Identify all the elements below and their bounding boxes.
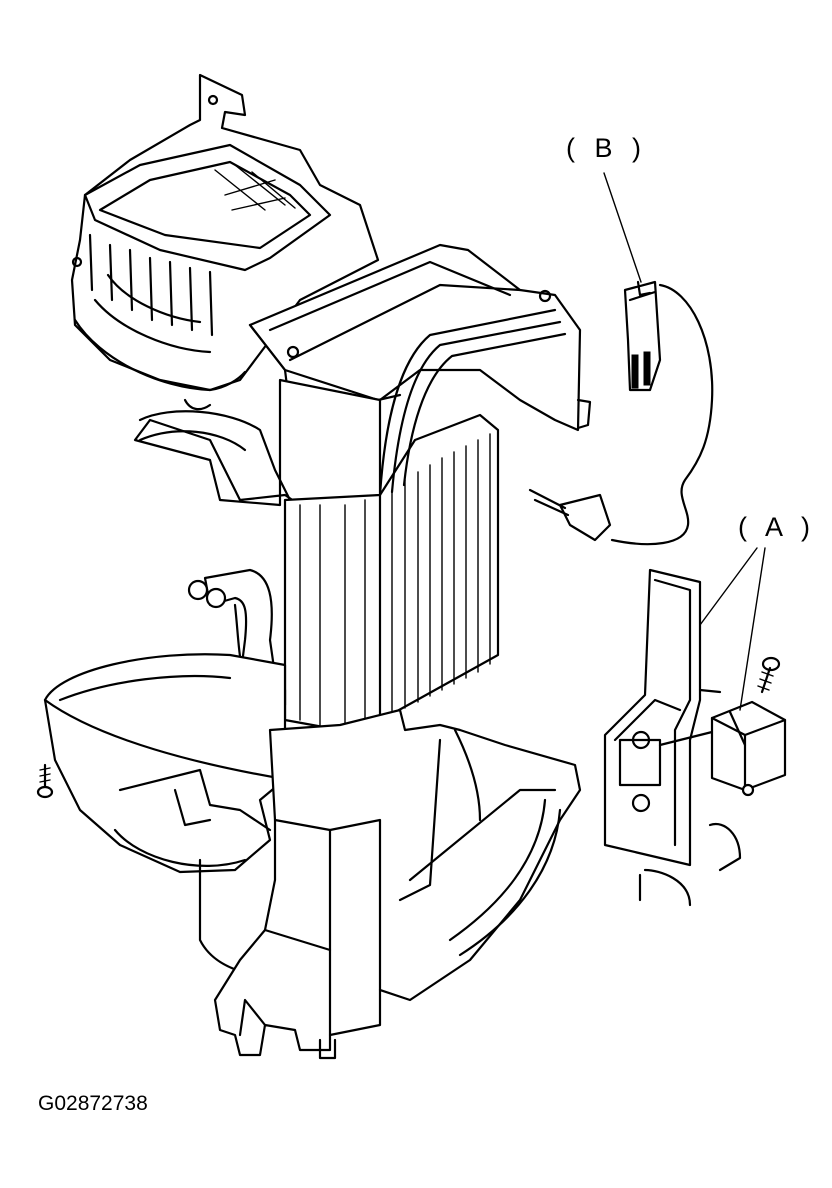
screw-bracket [757, 656, 781, 694]
leader-line-a2 [739, 547, 766, 711]
screw-lower-left [36, 763, 54, 799]
evaporator-core [283, 308, 567, 732]
callout-label-a: ( A ) [738, 512, 817, 542]
lower-case-housing [213, 708, 582, 1060]
leader-line-a1 [699, 547, 758, 626]
callout-label-b: ( B ) [566, 133, 647, 163]
leader-line-b [603, 172, 642, 283]
lower-drain-pan [43, 653, 292, 977]
blower-resistor-bracket [603, 568, 787, 907]
callout-leader-lines [603, 172, 766, 711]
upper-intake-housing [70, 73, 380, 392]
figure-identifier: G02872738 [38, 1092, 148, 1115]
resistor-harness [528, 280, 714, 546]
central-case [133, 378, 382, 507]
